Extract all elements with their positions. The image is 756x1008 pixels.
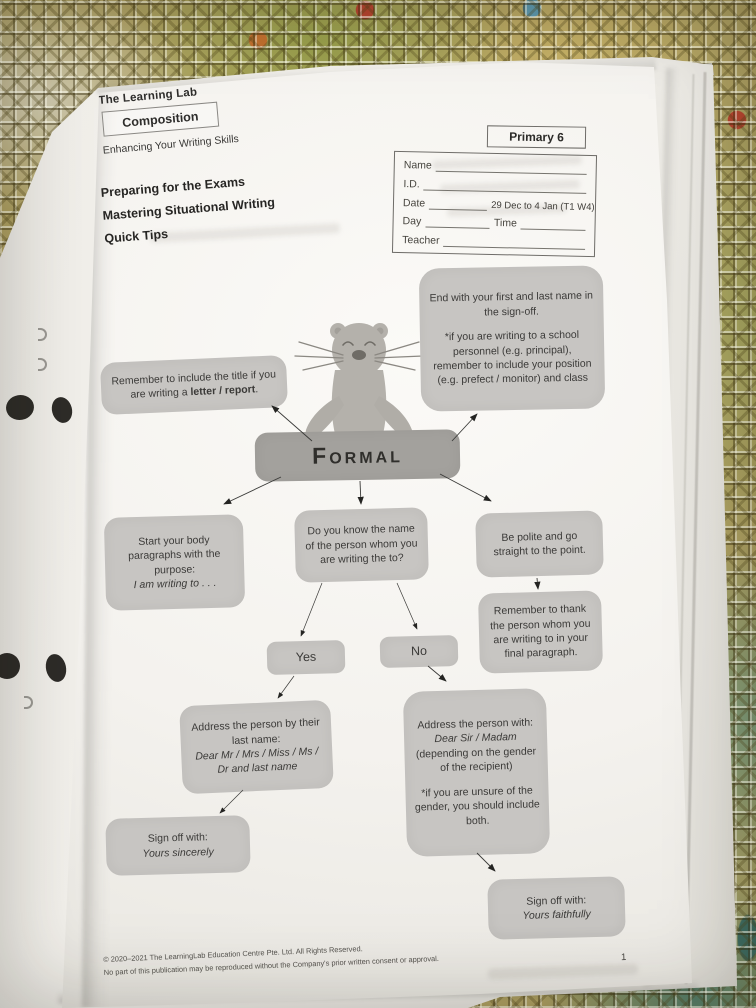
id-row: I.D. [403, 177, 587, 194]
student-info-box: Name I.D. Date 29 Dec to 4 Jan (T1 W4) D… [391, 150, 598, 258]
body-tip-text: Start your body paragraphs with the purp… [128, 533, 221, 577]
no-sign-off-italic: Yours faithfully [522, 908, 591, 922]
time-blank-line [520, 218, 586, 232]
polite-tip-text: Be polite and go straight to the point. [493, 529, 586, 559]
arrow-address-to-sincerely [219, 789, 244, 814]
flow-node-thank-tip: Remember to thank the person whom you ar… [477, 590, 604, 674]
tagline: Enhancing Your Writing Skills [102, 132, 240, 157]
flow-node-body-tip: Start your body paragraphs with the purp… [103, 514, 246, 611]
name-blank-line [435, 160, 587, 175]
title-tip-period: . [254, 383, 259, 396]
arrow-formal-to-question [357, 480, 364, 505]
no-branch-note: *if you are unsure of the gender, you sh… [414, 784, 540, 827]
yes-sign-off-italic: Yours sincerely [142, 845, 214, 860]
date-label: Date [402, 196, 426, 210]
id-label: I.D. [403, 177, 420, 191]
otter-mascot-illustration [294, 323, 424, 438]
question-text: Do you know the name of the person whom … [305, 522, 418, 567]
page-number: 1 [620, 951, 627, 964]
title-tip-bold: letter / report [190, 383, 256, 399]
formal-root-label: Formal [311, 440, 404, 469]
day-blank-line [425, 216, 491, 230]
name-row: Name [404, 159, 587, 175]
flow-node-formal-root: Formal [254, 429, 461, 482]
flow-node-sign-off-sincerely: Sign off with: Yours sincerely [105, 815, 251, 876]
flow-node-address-sir-madam: Address the person with: Dear Sir / Mada… [402, 688, 551, 857]
thank-tip-text: Remember to thank the person whom you ar… [489, 602, 591, 661]
arrow-no-to-address [427, 665, 447, 682]
yes-label: Yes [295, 649, 317, 665]
no-branch-salutation: Dear Sir / Madam [434, 731, 517, 746]
show-through-text [487, 963, 639, 980]
time-label: Time [493, 217, 518, 230]
name-label: Name [403, 159, 432, 172]
body-tip-italic: I am writing to . . . [133, 576, 217, 592]
binding-wire [38, 328, 47, 341]
yes-branch-salutation: Dear Mr / Mrs / Miss / Ms / Dr and last … [195, 745, 319, 777]
sign-off-info-line1: End with your first and last name in the… [429, 289, 594, 319]
teacher-label: Teacher [402, 234, 440, 247]
day-label: Day [402, 215, 422, 228]
flow-node-address-last-name: Address the person by their last name: D… [179, 699, 334, 795]
flow-node-no: No [379, 634, 459, 669]
arrow-question-to-yes [300, 582, 323, 637]
sign-off-info-line2: *if you are writing to a school personne… [433, 328, 592, 387]
flow-node-sign-off-faithfully: Sign off with: Yours faithfully [487, 876, 626, 940]
subject-box: Composition [101, 101, 220, 137]
topic-headings: Preparing for the Exams Mastering Situat… [100, 168, 278, 250]
header-block: The Learning Lab Composition Enhancing Y… [98, 83, 240, 157]
arrow-question-to-no [396, 582, 418, 630]
day-time-row: Day Time [402, 215, 586, 232]
flow-node-question: Do you know the name of the person whom … [294, 507, 429, 583]
id-blank-line [423, 179, 587, 194]
binding-wire [24, 696, 33, 709]
flow-node-title-tip: Remember to include the title if you are… [99, 354, 289, 416]
flow-node-polite-tip: Be polite and go straight to the point. [475, 510, 604, 578]
no-label: No [410, 643, 428, 659]
binding-wire [38, 358, 47, 371]
date-row: Date 29 Dec to 4 Jan (T1 W4) [402, 196, 595, 213]
no-branch-parenthetical: (depending on the gender of the recipien… [415, 745, 537, 775]
flow-node-yes: Yes [266, 639, 346, 676]
arrow-yes-to-address [277, 675, 295, 699]
teacher-row: Teacher [402, 234, 586, 250]
arrow-polite-to-thank [534, 577, 541, 590]
flow-node-sign-off-info: End with your first and last name in the… [418, 265, 606, 412]
date-value: 29 Dec to 4 Jan (T1 W4) [491, 199, 595, 213]
date-blank-line [429, 198, 488, 211]
teacher-blank-line [443, 235, 586, 250]
arrow-address-to-faithfully [476, 852, 496, 872]
level-box: Primary 6 [486, 125, 587, 149]
punched-hole [0, 653, 20, 679]
